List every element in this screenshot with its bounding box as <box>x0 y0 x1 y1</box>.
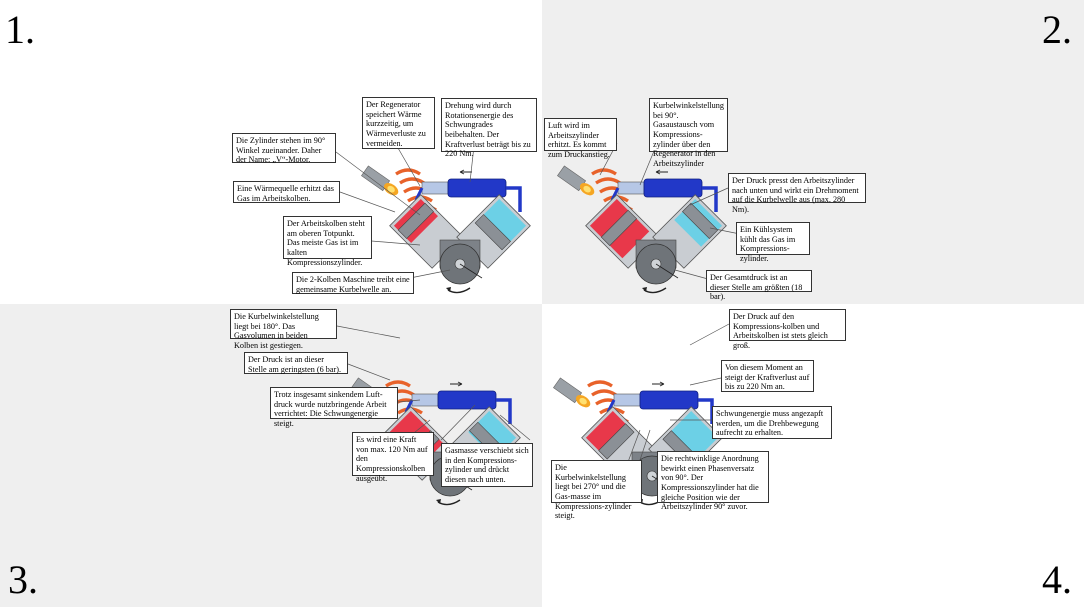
callout-flywheel-energy: Schwungenergie muss angezapft werden, um… <box>712 406 832 439</box>
callout-heat-source: Eine Wärmequelle erhitzt das Gas im Arbe… <box>233 181 340 203</box>
callout-crank-180: Die Kurbelwinkelstellung liegt bei 180°.… <box>230 309 337 350</box>
callout-crank-270: Die Kurbelwinkelstellung liegt bei 270° … <box>551 460 642 520</box>
callout-force-loss: Von diesem Moment an steigt der Kraftver… <box>721 360 814 392</box>
callout-max-pressure: Der Gesamtdruck ist an dieser Stelle am … <box>706 270 812 301</box>
callout-compression-force: Es wird eine Kraft von max. 120 Nm auf d… <box>352 432 434 483</box>
callout-cooling-system: Ein Kühlsystem kühlt das Gas im Kompress… <box>736 222 810 263</box>
panel-number-4: 4. <box>1042 557 1072 602</box>
engine-illustration-2 <box>557 165 727 294</box>
callout-regenerator: Der Regenerator speichert Wärme kurzzeit… <box>362 97 435 149</box>
callout-min-pressure: Der Druck ist an dieser Stelle am gering… <box>244 352 348 374</box>
callout-flywheel-rotation: Drehung wird durch Rotationsenergie des … <box>441 98 537 158</box>
callout-gas-mass-shift: Gasmasse verschiebt sich in den Kompress… <box>441 443 533 487</box>
callout-equal-pressure: Der Druck auf den Kompressions-kolben un… <box>729 309 846 350</box>
panel-number-2: 2. <box>1042 7 1072 52</box>
callout-top-dead-center: Der Arbeitskolben steht am oberen Totpun… <box>283 216 372 267</box>
callout-phase-shift: Die rechtwinklige Anordnung bewirkt eine… <box>657 451 769 511</box>
callout-crankshaft: Die 2-Kolben Maschine treibt eine gemein… <box>292 272 414 294</box>
callout-crank-90: Kurbelwinkelstellung bei 90°. Gasaustaus… <box>649 98 728 168</box>
callout-torque: Der Druck presst den Arbeitszylinder nac… <box>728 173 866 214</box>
callout-air-heated: Luft wird im Arbeitszylinder erhitzt. Es… <box>544 118 617 159</box>
panel-number-3: 3. <box>8 557 38 602</box>
callout-v-angle: Die Zylinder stehen im 90° Winkel zueina… <box>232 133 336 164</box>
callout-useful-work: Trotz insgesamt sinkendem Luft-druck wur… <box>270 387 398 428</box>
panel-number-1: 1. <box>5 7 35 52</box>
